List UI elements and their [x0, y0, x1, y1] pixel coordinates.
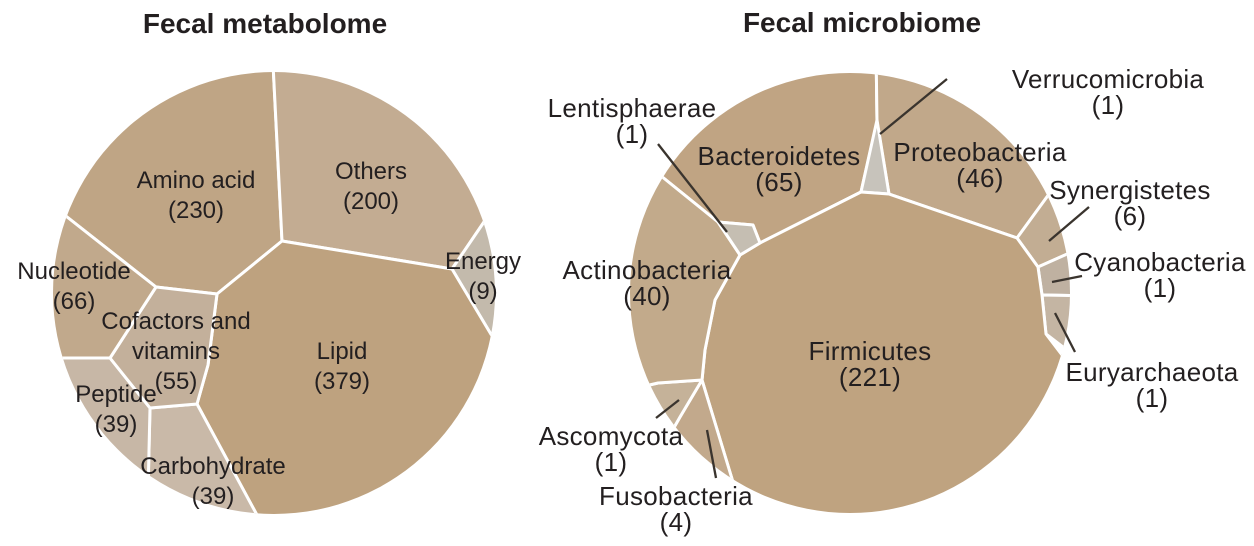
leader-line-verrucomicrobia: [879, 78, 948, 135]
leader-line-cyanobacteria: [1051, 274, 1083, 284]
label-ascomycota: Ascomycota (1): [539, 423, 684, 475]
cell-count: (55): [154, 368, 198, 395]
label-cofactors: Cofactors and vitamins (55): [101, 307, 250, 397]
leader-line-ascomycota: [655, 399, 680, 419]
cell-name: Fusobacteria: [599, 481, 753, 511]
cell-name: Firmicutes: [808, 336, 932, 366]
label-carbohydrate: Carbohydrate (39): [140, 452, 285, 512]
cell-count: (39): [191, 483, 235, 510]
label-others: Others (200): [335, 157, 407, 217]
cell-name: Synergistetes: [1049, 175, 1211, 205]
label-lentisphaerae: Lentisphaerae (1): [548, 95, 717, 147]
cell-count: (1): [615, 119, 649, 149]
cell-name: Lentisphaerae: [547, 93, 717, 123]
cell-count: (1): [1091, 90, 1125, 120]
cell-count: (40): [623, 281, 671, 311]
cell-count: (9): [468, 278, 498, 305]
label-bacteroidetes: Bacteroidetes (65): [698, 143, 861, 195]
cell-count: (1): [1135, 383, 1169, 413]
cell-name: Ascomycota: [538, 421, 684, 451]
cell-name: Amino acid: [136, 167, 256, 194]
cell-lentisphaerae: [716, 220, 762, 257]
cell-name: Actinobacteria: [562, 255, 732, 285]
leader-line-lentisphaerae: [657, 143, 728, 233]
cell-name: Cyanobacteria: [1074, 247, 1246, 277]
cell-count: (65): [755, 167, 803, 197]
leader-line-euryarchaeota: [1053, 312, 1077, 353]
label-cyanobacteria: Cyanobacteria (1): [1074, 249, 1246, 301]
cell-name: Lipid: [316, 338, 368, 365]
label-fusobacteria: Fusobacteria (4): [599, 483, 753, 535]
label-energy: Energy (9): [445, 247, 521, 307]
label-actinobacteria: Actinobacteria (40): [563, 257, 732, 309]
label-lipid: Lipid (379): [314, 337, 370, 397]
cell-name: Nucleotide: [17, 258, 131, 285]
cell-name: Bacteroidetes: [697, 141, 861, 171]
label-amino-acid: Amino acid (230): [137, 166, 256, 226]
cell-name: Proteobacteria: [893, 137, 1067, 167]
cell-name: Energy: [444, 248, 522, 275]
label-verrucomicrobia: Verrucomicrobia (1): [1012, 66, 1204, 118]
cell-count: (39): [94, 411, 138, 438]
metabolome-title: Fecal metabolome: [142, 8, 388, 39]
leader-line-synergistetes: [1048, 206, 1090, 242]
cell-count: (66): [52, 288, 96, 315]
label-firmicutes: Firmicutes (221): [809, 338, 932, 390]
cell-count: (46): [956, 163, 1004, 193]
label-nucleotide: Nucleotide (66): [17, 257, 130, 317]
leader-lines: [655, 78, 1090, 479]
cell-name: Peptide: [75, 381, 157, 408]
cell-count: (1): [594, 447, 628, 477]
label-proteobacteria: Proteobacteria (46): [893, 139, 1066, 191]
cell-count: (4): [659, 507, 693, 537]
cell-name: Carbohydrate: [140, 453, 286, 480]
cell-count: (6): [1113, 201, 1147, 231]
label-peptide: Peptide (39): [75, 380, 156, 440]
cell-count: (1): [1143, 273, 1177, 303]
cell-name: Cofactors and vitamins: [101, 308, 251, 365]
cell-count: (221): [838, 362, 902, 392]
cell-name: Others: [334, 158, 408, 185]
cell-name: Verrucomicrobia: [1011, 64, 1205, 94]
leader-line-fusobacteria: [705, 429, 718, 479]
cell-count: (379): [313, 368, 371, 395]
cell-nucleotide: [53, 194, 158, 360]
microbiome-title: Fecal microbiome: [742, 7, 982, 38]
cell-count: (230): [167, 197, 225, 224]
cell-name: Euryarchaeota: [1065, 357, 1239, 387]
label-synergistetes: Synergistetes (6): [1049, 177, 1210, 229]
label-euryarchaeota: Euryarchaeota (1): [1065, 359, 1238, 411]
cell-count: (200): [342, 188, 400, 215]
